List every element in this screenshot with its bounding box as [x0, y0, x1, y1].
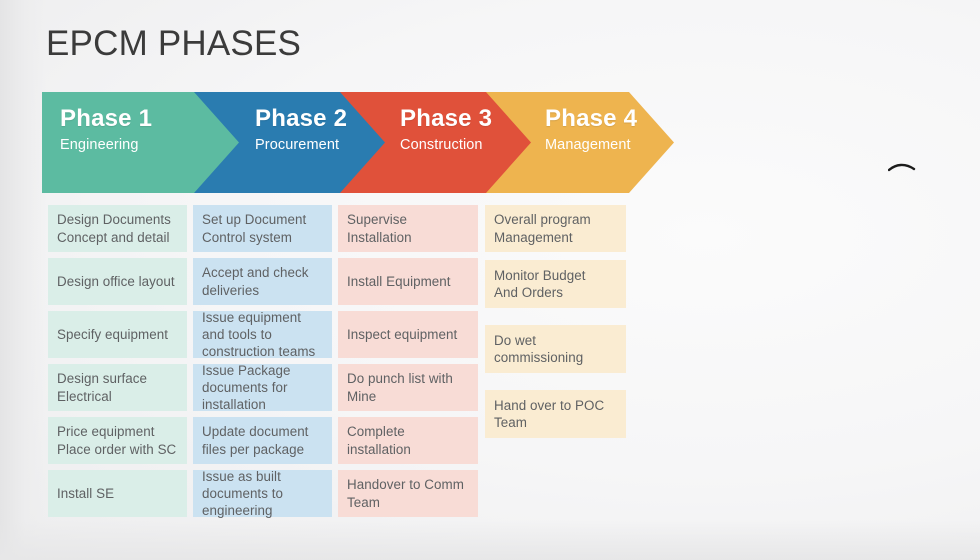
task-line: Control system — [202, 229, 292, 245]
task-line: files per package — [202, 441, 305, 457]
task-line: Handover to Comm — [347, 477, 464, 493]
task-line: Design Documents — [57, 212, 171, 228]
task-line: Inspect equipment — [347, 326, 458, 342]
task-box[interactable]: Do punch list with Mine — [338, 364, 478, 411]
task-box[interactable]: Design Documents Concept and detail — [48, 205, 187, 252]
task-line: Issue as built — [202, 468, 281, 484]
task-line: Install Equipment — [347, 273, 451, 289]
task-line: and tools to — [202, 326, 272, 342]
task-line: Supervise — [347, 212, 407, 228]
task-box[interactable]: Inspect equipment — [338, 311, 478, 358]
task-line: Electrical — [57, 388, 112, 404]
phase-arrow-2-shape — [194, 92, 396, 193]
task-box[interactable]: Accept and check deliveries — [193, 258, 332, 305]
task-box[interactable]: Issue as built documents to engineering — [193, 468, 332, 519]
task-line: Do punch list with — [347, 371, 453, 387]
task-box[interactable]: Supervise Installation — [338, 205, 478, 252]
task-line: Design surface — [57, 371, 148, 387]
task-box[interactable]: Install SE — [48, 470, 187, 517]
task-line: documents for — [202, 379, 288, 395]
task-box[interactable]: Issue equipment and tools to constructio… — [193, 309, 332, 360]
task-box[interactable]: Design surface Electrical — [48, 364, 187, 411]
phase-arrow-band: Phase 1 Engineering Phase 2 Procurement … — [42, 92, 674, 193]
task-box[interactable]: Do wet commissioning — [485, 325, 626, 373]
phase-arrow-4[interactable]: Phase 4 Management — [486, 92, 674, 193]
task-box[interactable]: Monitor Budget And Orders — [485, 260, 626, 308]
task-line: Concept and detail — [57, 229, 170, 245]
task-box[interactable]: Complete installation — [338, 417, 478, 464]
task-line: Complete — [347, 424, 405, 440]
task-line: Do wet — [494, 332, 536, 348]
task-box[interactable]: Update document files per package — [193, 417, 332, 464]
task-line: And Orders — [494, 285, 563, 300]
task-line: Price equipment — [57, 424, 155, 440]
task-box[interactable]: Price equipment Place order with SC — [48, 417, 187, 464]
task-line: Hand over to POC — [494, 397, 605, 413]
task-line: Update document — [202, 424, 309, 440]
task-line: Installation — [347, 229, 412, 245]
task-line: Management — [494, 229, 573, 245]
task-box[interactable]: Handover to Comm Team — [338, 470, 478, 517]
task-line: Issue Package — [202, 362, 291, 378]
task-line: Design office layout — [57, 273, 175, 289]
page-title: EPCM PHASES — [46, 24, 302, 63]
pen-stroke-icon — [888, 163, 916, 172]
task-line: Specify equipment — [57, 326, 169, 342]
task-box[interactable]: Design office layout — [48, 258, 187, 305]
task-box[interactable]: Overall program Management — [485, 205, 626, 252]
task-line: documents to — [202, 485, 283, 501]
task-box[interactable]: Issue Package documents for installation — [193, 362, 332, 413]
task-line: installation — [202, 397, 266, 413]
task-box[interactable]: Specify equipment — [48, 311, 187, 358]
task-line: Mine — [347, 388, 377, 404]
task-line: Accept and check — [202, 265, 309, 281]
task-line: Team — [347, 494, 380, 510]
task-line: Issue equipment — [202, 309, 302, 325]
task-box[interactable]: Hand over to POC Team — [485, 390, 626, 438]
task-line: Monitor Budget — [494, 267, 586, 283]
task-line: construction teams — [202, 344, 316, 360]
task-line: Team — [494, 415, 527, 430]
phase-arrow-1-shape — [42, 92, 244, 193]
task-line: engineering — [202, 503, 273, 519]
phase-arrow-4-shape — [486, 92, 674, 193]
phase-arrow-3-shape — [340, 92, 542, 193]
task-line: Set up Document — [202, 212, 307, 228]
task-box[interactable]: Install Equipment — [338, 258, 478, 305]
task-line: deliveries — [202, 282, 260, 298]
task-line: Place order with SC — [57, 441, 177, 457]
task-box[interactable]: Set up Document Control system — [193, 205, 332, 252]
task-line: Overall program — [494, 212, 591, 228]
task-line: Install SE — [57, 485, 115, 501]
task-line: installation — [347, 441, 411, 457]
task-line: commissioning — [494, 350, 584, 365]
